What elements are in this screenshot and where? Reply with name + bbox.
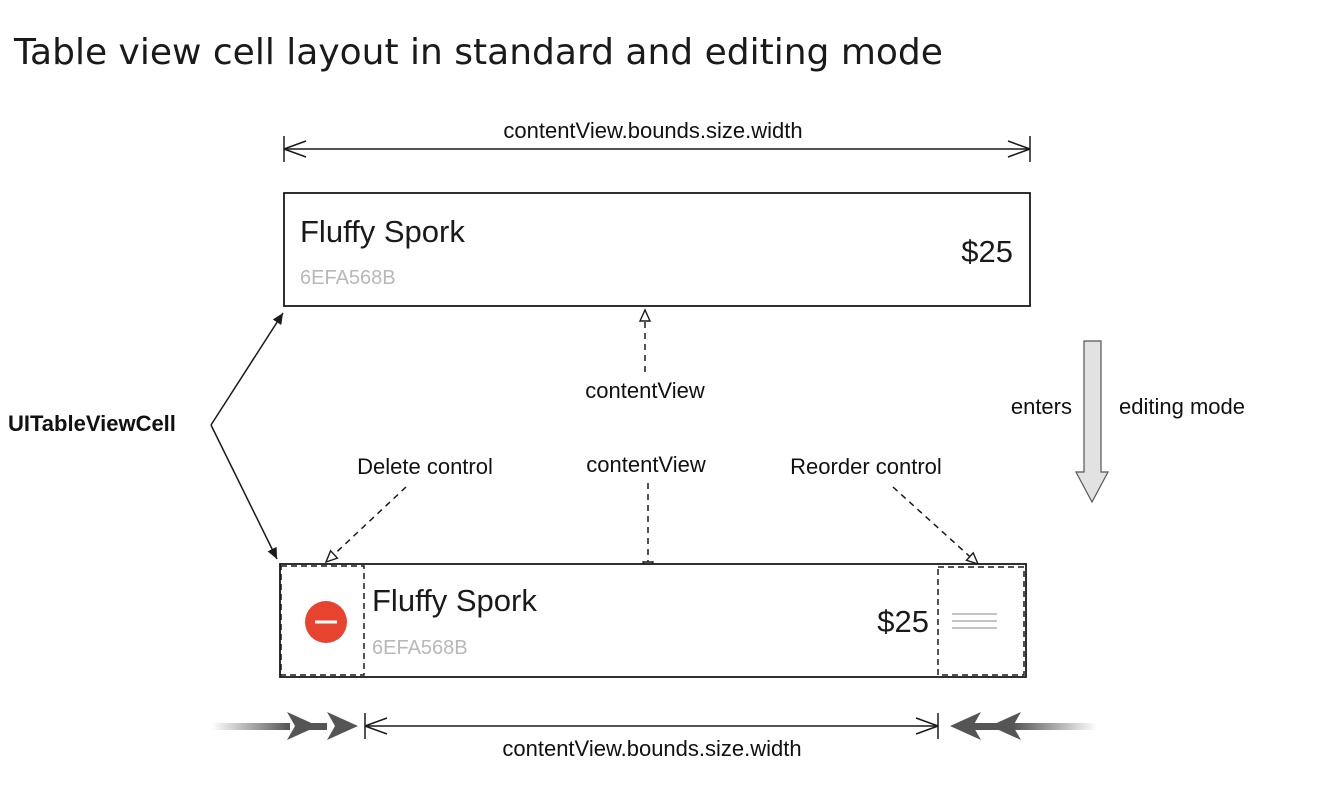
editing-cell-price: $25 — [877, 604, 929, 639]
standard-cell-price: $25 — [961, 234, 1013, 269]
reorder-control-region — [937, 566, 1025, 676]
reorder-control-pointer — [892, 486, 978, 564]
standard-cell-title: Fluffy Spork — [300, 214, 465, 249]
delete-control-pointer — [326, 486, 407, 562]
content-view-label-top: contentView — [585, 378, 705, 403]
editing-mode-label: editing mode — [1119, 394, 1245, 419]
width-label-bottom: contentView.bounds.size.width — [502, 736, 801, 761]
inset-shift-arrows-right — [950, 712, 1097, 740]
delete-control-label: Delete control — [357, 454, 493, 479]
delete-control-region — [280, 565, 365, 676]
diagram-title: Table view cell layout in standard and e… — [13, 32, 943, 73]
standard-cell: Fluffy Spork 6EFA568B $25 — [283, 192, 1031, 307]
editing-cell-subtitle: 6EFA568B — [372, 637, 468, 659]
reorder-control-label: Reorder control — [790, 454, 942, 479]
width-dimension-top — [283, 136, 1031, 162]
reorder-grip-icon[interactable] — [952, 613, 997, 629]
table-view-cell-label: UITableViewCell — [8, 411, 176, 436]
editing-cell: Fluffy Spork 6EFA568B $25 — [279, 563, 1027, 678]
content-view-label-bottom: contentView — [586, 452, 706, 477]
editing-cell-title: Fluffy Spork — [372, 583, 537, 618]
enters-editing-arrow — [1075, 340, 1109, 504]
width-dimension-bottom — [364, 713, 939, 739]
inset-shift-arrows-left — [212, 712, 358, 740]
standard-cell-subtitle: 6EFA568B — [300, 267, 396, 289]
table-view-cell-arrow-top — [210, 312, 284, 426]
width-label-top: contentView.bounds.size.width — [503, 118, 802, 143]
enters-label: enters — [1011, 394, 1072, 419]
table-view-cell-arrow-bottom — [210, 424, 278, 560]
minus-circle-icon[interactable] — [305, 601, 347, 643]
